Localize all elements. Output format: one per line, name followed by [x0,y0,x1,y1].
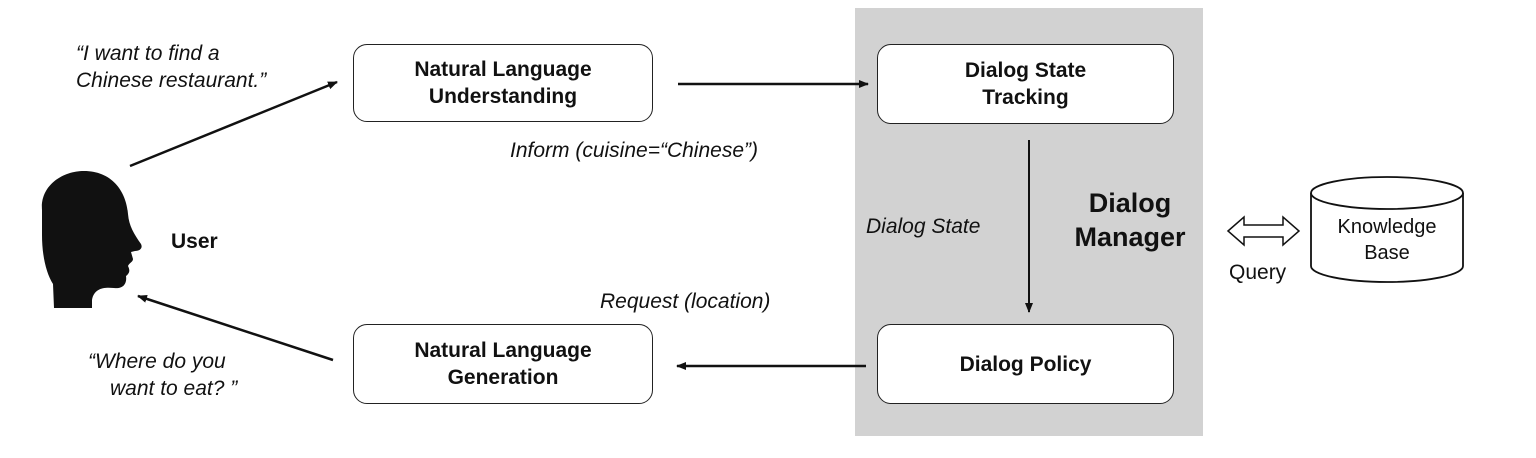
kb-line2: Base [1364,242,1410,264]
query-double-arrow-icon [1226,215,1301,247]
database-icon [1310,176,1464,283]
user-utterance-line2: Chinese restaurant.” [76,69,267,92]
arrow-user-to-nlu [129,80,338,168]
user-head-icon [41,171,142,308]
user-label: User [171,230,218,253]
nlg-label-line2: Generation [447,366,559,389]
dst-box: Dialog State Tracking [877,44,1174,124]
nlg-label-line1: Natural Language [414,339,592,362]
system-response-line1: “Where do you [88,350,226,373]
dialog-state-label: Dialog State [866,215,981,238]
system-response-line2: want to eat? ” [110,377,238,400]
user-utterance-line1: “I want to find a [76,42,220,65]
knowledge-base-label: Knowledge Base [1311,214,1463,266]
kb-line1: Knowledge [1337,216,1437,238]
policy-box: Dialog Policy [877,324,1174,404]
query-label: Query [1229,261,1287,284]
inform-label: Inform (cuisine=“Chinese”) [510,139,759,162]
dialog-manager-line1: Dialog [1088,188,1172,218]
user-utterance: “I want to find a Chinese restaurant.” [76,40,266,94]
nlg-box: Natural Language Generation [353,324,653,404]
system-response: “Where do you want to eat? ” [88,348,237,402]
dst-label-line2: Tracking [982,86,1069,109]
nlu-label-line1: Natural Language [414,58,592,81]
request-label: Request (location) [600,290,771,313]
nlu-label-line2: Understanding [428,85,578,108]
policy-label: Dialog Policy [959,352,1092,376]
arrow-nlg-to-user [137,294,334,362]
dialog-manager-title: Dialog Manager [1060,186,1200,254]
dialog-manager-line2: Manager [1074,222,1186,252]
nlu-box: Natural Language Understanding [353,44,653,122]
dst-label-line1: Dialog State [964,59,1087,82]
